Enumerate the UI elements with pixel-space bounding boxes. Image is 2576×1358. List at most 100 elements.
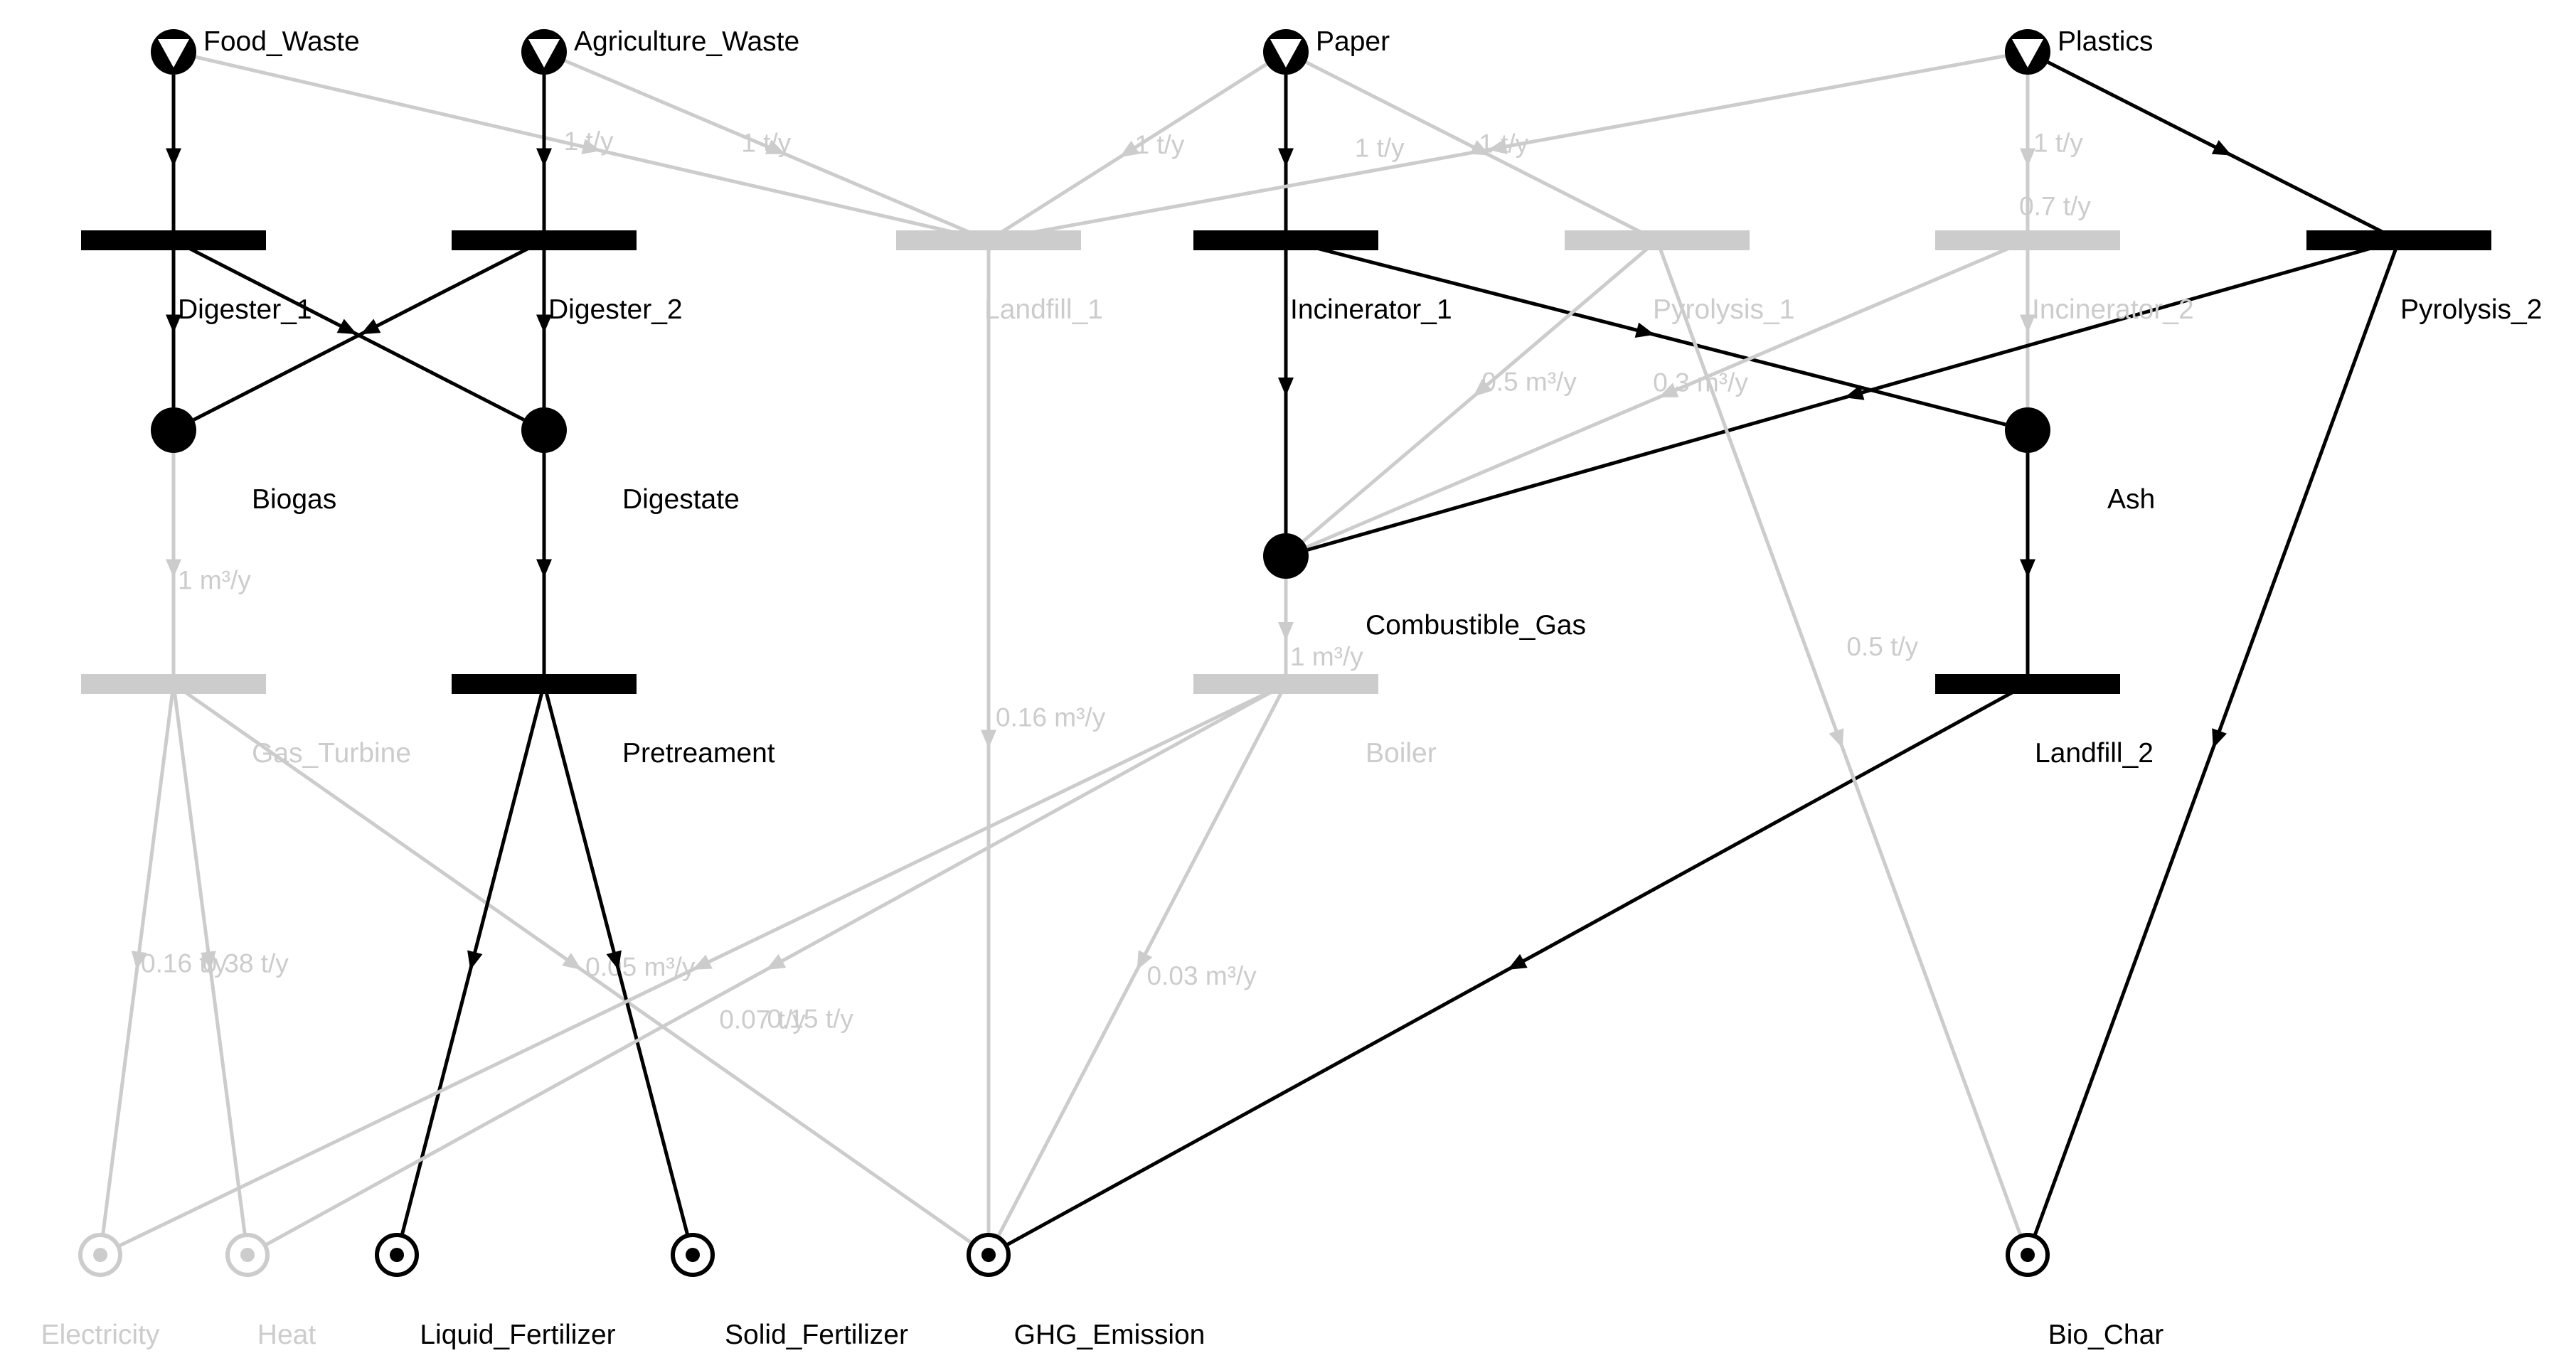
product-heat[interactable] [225, 1233, 270, 1277]
arrowhead-digester_1-to-digestate [336, 319, 357, 335]
arrowhead-pretreament-to-solid_fert [606, 950, 622, 971]
flow-label-boiler-to-electricity: 0.07 t/y [719, 1005, 806, 1034]
arrowhead-incinerator_2-to-comb_gas [1659, 383, 1679, 397]
operation-label-landfill_1: Landfill_1 [984, 294, 1103, 325]
intermediate-material-comb_gas[interactable] [1263, 533, 1309, 579]
arrowhead-digester_2-to-biogas [361, 319, 381, 335]
operation-label-pyrolysis_2: Pyrolysis_2 [2400, 294, 2542, 325]
arrowhead-food_waste-to-landfill_1 [581, 139, 602, 154]
operation-pyrolysis_2[interactable] [2306, 230, 2491, 250]
product-target-center [2021, 1248, 2035, 1262]
material-label-agri_waste: Agriculture_Waste [574, 26, 799, 57]
arrowhead-gas_turbine-to-ghg [562, 953, 582, 971]
operation-label-gas_turbine: Gas_Turbine [252, 738, 411, 769]
flow-label-landfill_1-to-ghg: 0.16 m³/y [996, 703, 1106, 732]
operations-layer [81, 230, 2491, 694]
material-label-electricity: Electricity [41, 1320, 160, 1350]
arrowhead-plastics-to-pyrolysis_2 [2211, 140, 2232, 156]
material-label-digestate: Digestate [622, 484, 740, 515]
arrowhead-landfill_2-to-ghg [1507, 953, 1528, 970]
material-label-food_waste: Food_Waste [203, 26, 360, 57]
arrowhead-boiler-to-ghg [1137, 950, 1153, 971]
arrowhead-comb_gas-to-boiler [1278, 622, 1294, 641]
material-label-plastics: Plastics [2058, 26, 2153, 57]
flow-label-food_waste-to-landfill_1: 1 t/y [564, 127, 614, 156]
flow-label-incinerator_2-to-comb_gas: 0.3 m³/y [1653, 368, 1748, 397]
operation-boiler[interactable] [1193, 674, 1378, 694]
flow-label-plastics-to-landfill_1: 1 t/y [1355, 133, 1405, 162]
arrowhead-paper-to-incinerator_1 [1278, 148, 1294, 167]
product-target-center [686, 1248, 700, 1262]
product-target-center [390, 1248, 404, 1262]
operation-landfill_1[interactable] [896, 230, 1081, 250]
intermediate-material-ash[interactable] [2005, 407, 2050, 453]
arrowhead-biogas-to-gas_turbine [166, 559, 181, 578]
product-target-center [240, 1248, 255, 1262]
material-label-comb_gas: Combustible_Gas [1366, 610, 1586, 641]
flow-label-comb_gas-to-boiler: 1 m³/y [1290, 642, 1363, 671]
material-label-bio_char: Bio_Char [2048, 1320, 2164, 1350]
product-solid_fert[interactable] [671, 1233, 715, 1277]
arrowhead-incinerator_1-to-comb_gas [1278, 378, 1294, 396]
material-label-solid_fert: Solid_Fertilizer [725, 1320, 908, 1350]
material-label-ghg: GHG_Emission [1014, 1320, 1205, 1350]
raw-material-triangle-icon [528, 39, 560, 68]
arrowhead-digestate-to-pretreament [536, 559, 552, 578]
arrowhead-incinerator_2-to-ash [2020, 314, 2035, 333]
raw-material-triangle-icon [1270, 39, 1302, 68]
operation-label-digester_1: Digester_1 [178, 294, 312, 325]
flow-label-plastics-to-incinerator_2: 1 t/y [2033, 129, 2083, 158]
arrowhead-agri_waste-to-digester_2 [536, 148, 552, 167]
flow-label-incinerator_2-to-ash: 0.7 t/y [2019, 192, 2091, 221]
raw-material-triangle-icon [2012, 39, 2043, 68]
intermediate-material-digestate[interactable] [521, 407, 567, 453]
flow-label-gas_turbine-to-heat: 0.38 t/y [202, 949, 289, 978]
material-label-heat: Heat [257, 1320, 316, 1350]
operation-pyrolysis_1[interactable] [1565, 230, 1750, 250]
flow-label-boiler-to-ghg: 0.03 m³/y [1147, 961, 1257, 990]
operation-pretreament[interactable] [452, 674, 637, 694]
product-target-center [981, 1248, 996, 1262]
flow-label-agri_waste-to-landfill_1: 1 t/y [741, 129, 791, 158]
intermediate-material-biogas[interactable] [151, 407, 196, 453]
operation-label-pretreament: Pretreament [622, 738, 775, 769]
arrowhead-agri_waste-to-landfill_1 [765, 139, 786, 154]
operation-incinerator_1[interactable] [1193, 230, 1378, 250]
product-target-center [93, 1248, 107, 1262]
product-liquid_fert[interactable] [375, 1233, 419, 1277]
material-label-paper: Paper [1316, 26, 1390, 57]
arrowhead-boiler-to-electricity [692, 954, 713, 970]
material-label-liquid_fert: Liquid_Fertilizer [420, 1320, 615, 1350]
flow-label-pyrolysis_1-to-bio_char: 0.5 t/y [1846, 632, 1918, 661]
flow-label-pyrolysis_1-to-comb_gas: 0.5 m³/y [1481, 368, 1577, 397]
operation-landfill_2[interactable] [1935, 674, 2120, 694]
product-ghg[interactable] [967, 1233, 1011, 1277]
arrowhead-plastics-to-incinerator_2 [2020, 148, 2035, 167]
operation-label-digester_2: Digester_2 [548, 294, 683, 325]
labels-layer: Digester_1 Digester_2 Landfill_1 Incinerato… [41, 26, 2543, 1350]
flow-label-biogas-to-gas_turbine: 1 m³/y [178, 566, 251, 595]
arrowhead-paper-to-landfill_1 [1119, 140, 1140, 158]
materials-layer [78, 29, 2050, 1277]
operation-digester_1[interactable] [81, 230, 266, 250]
arrowhead-pyrolysis_1-to-bio_char [1829, 728, 1844, 749]
arrowhead-incinerator_1-to-ash [1634, 322, 1655, 338]
arrowhead-pretreament-to-liquid_fert [467, 950, 483, 971]
material-label-biogas: Biogas [252, 484, 336, 515]
operation-label-incinerator_2: Incinerator_2 [2032, 294, 2194, 325]
flow-label-boiler-to-heat: 0.15 t/y [767, 1005, 854, 1034]
product-bio_char[interactable] [2006, 1233, 2050, 1277]
arrowhead-ash-to-landfill_2 [2020, 559, 2035, 578]
operation-label-incinerator_1: Incinerator_1 [1290, 294, 1452, 325]
arrowhead-plastics-to-landfill_1 [1487, 139, 1508, 154]
arcs-layer: 1 t/y1 t/y1 t/y1 t/y1 t/y1 t/y0.5 m³/y0.… [100, 54, 2401, 1249]
operation-incinerator_2[interactable] [1935, 230, 2120, 250]
arrowhead-food_waste-to-digester_1 [166, 148, 181, 167]
operation-digester_2[interactable] [452, 230, 637, 250]
arrowhead-gas_turbine-to-heat [200, 951, 216, 971]
product-electricity[interactable] [78, 1233, 122, 1277]
operation-gas_turbine[interactable] [81, 674, 266, 694]
arrowhead-digester_1-to-biogas [166, 314, 181, 333]
arrowhead-gas_turbine-to-electricity [131, 951, 147, 971]
arrowhead-landfill_1-to-ghg [981, 729, 996, 749]
